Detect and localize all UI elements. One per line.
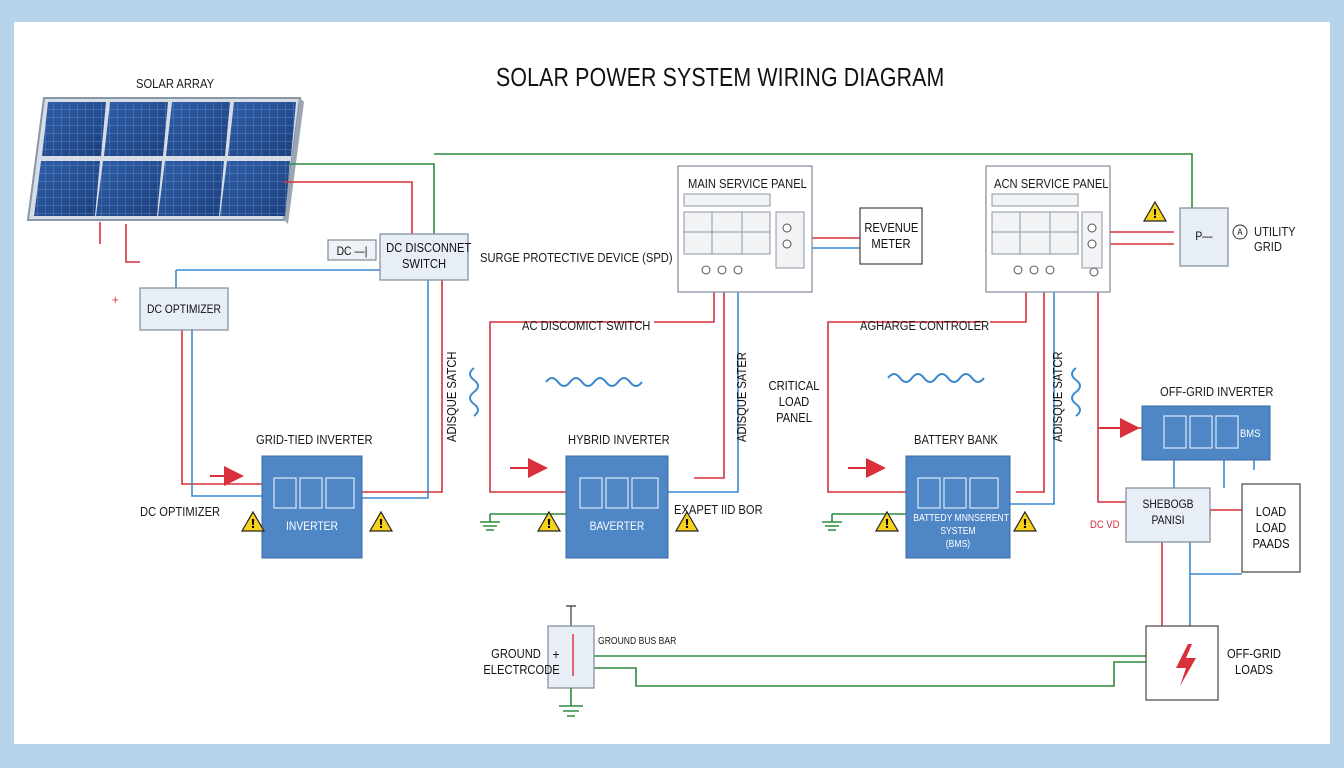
revenue-meter-line-1: REVENUE <box>864 220 919 235</box>
ground-electrode <box>547 605 595 706</box>
plus-sign: + <box>112 292 119 307</box>
svg-text:!: ! <box>378 517 383 531</box>
shebog-panel <box>1125 487 1211 543</box>
warning-icon: ! ! ! ! ! ! ! <box>240 200 1168 532</box>
off-grid-loads-label: OFF-GRID LOADS <box>1225 646 1283 678</box>
ground-wires <box>290 153 1193 687</box>
svg-text:!: ! <box>884 517 889 531</box>
battery-bank <box>905 455 1011 559</box>
battery-bank-label: BATTERY BANK <box>914 432 998 447</box>
off-grid-inverter <box>1141 405 1271 461</box>
utility-grid-line-2: GRID <box>1254 239 1282 254</box>
wiring-diagram: ! ! ! ! ! ! ! <box>26 97 1301 717</box>
dc-vd-label: DC VD <box>1090 519 1120 531</box>
critical-line-1: CRITICAL <box>768 378 820 393</box>
svg-text:!: ! <box>1022 517 1027 531</box>
dc-disconnect-line-2: SWITCH <box>401 256 447 271</box>
utility-grid-label: UTILITY GRID <box>1254 224 1296 254</box>
positive-wires <box>99 181 1246 626</box>
dc-optimizer-side-label: DC OPTIMIZER <box>140 504 221 519</box>
charge-controller-label: AGHARGE CONTROLER <box>860 318 990 333</box>
hybrid-inverter-label: HYBRID INVERTER <box>568 432 670 447</box>
ground-electrode-line-2: ELECTRCODE <box>483 662 560 677</box>
off-grid-loads-line-1: OFF-GRID <box>1226 646 1282 661</box>
spd-label: SURGE PROTECTIVE DEVICE (SPD) <box>480 250 673 265</box>
critical-load-panel-label: CRITICAL LOAD PANEL <box>766 378 821 426</box>
utility-symbol <box>1232 224 1248 240</box>
acn-service-panel-label: ACN SERVICE PANEL <box>994 176 1109 191</box>
bms-label: BATTEDY MNNSERENT SYSTEM (BMS) <box>913 512 1010 551</box>
ground-plus-sign: + <box>552 646 560 662</box>
dc-box-label: DC —| <box>336 244 368 258</box>
baverter-label: BAVERTER <box>589 519 645 533</box>
svg-text:!: ! <box>684 517 689 531</box>
revenue-meter-label: REVENUE METER <box>864 220 919 252</box>
lightning-icon <box>1176 644 1196 686</box>
bms-line-3: (BMS) <box>945 539 971 550</box>
off-grid-loads-line-2: LOADS <box>1235 662 1273 677</box>
diagram-canvas: ! ! ! ! ! ! ! SOLAR POWER SYSTEM WIRING … <box>14 22 1330 744</box>
revenue-meter-line-2: METER <box>871 236 911 251</box>
svg-text:!: ! <box>1152 207 1157 221</box>
dc-optimizer-box <box>139 287 229 331</box>
adisque-label-1: ADISQUE SATCH <box>444 351 459 442</box>
svg-text:!: ! <box>546 517 551 531</box>
utility-meter-box <box>1179 207 1229 267</box>
dc-disconnect-label: DC DISCONNET SWITCH <box>386 240 472 272</box>
critical-line-2: LOAD <box>778 394 810 409</box>
off-grid-inverter-label: OFF-GRID INVERTER <box>1160 384 1274 399</box>
flow-arrows <box>210 418 1140 486</box>
adisque-label-2: ADISQUE SATER <box>734 352 749 442</box>
ground-bus-bar-label: GROUND BUS BAR <box>598 636 677 647</box>
hybrid-inverter <box>565 455 669 559</box>
dc-box <box>327 239 377 261</box>
shebog-panel-label: SHEBOGB PANISI <box>1132 496 1204 528</box>
critical-line-3: PANEL <box>776 410 812 425</box>
bms-line-2: SYSTEM <box>940 526 976 537</box>
utility-box-text: P— <box>1195 229 1213 243</box>
acn-service-panel <box>985 165 1111 293</box>
ac-disconnect-label: AC DISCOMICT SWITCH <box>522 318 651 333</box>
grid-tied-inverter <box>261 455 363 559</box>
revenue-meter <box>859 207 923 265</box>
load-line-2: LOAD <box>1255 520 1287 535</box>
load-line-1: LOAD <box>1255 504 1287 519</box>
bms-line-1: BATTEDY MNNSERENT <box>913 513 1010 524</box>
ground-electrode-line-1: GROUND <box>491 646 541 661</box>
negative-wires <box>175 247 1255 626</box>
dc-disconnect-switch <box>379 233 469 281</box>
wave-icon <box>469 367 1081 417</box>
dc-optimizer-box-label: DC OPTIMIZER <box>147 302 221 316</box>
ground-electrode-label: GROUND ELECTRCODE <box>483 646 560 678</box>
load-line-3: PAADS <box>1252 536 1290 551</box>
load-panel <box>1241 483 1301 573</box>
adisque-label-3: ADISQUE SATCR <box>1050 351 1065 442</box>
load-panel-label: LOAD LOAD PAADS <box>1246 504 1296 552</box>
exapet-label: EXAPET IID BOR <box>674 502 763 517</box>
utility-symbol-text: A <box>1237 227 1243 237</box>
off-grid-bms-label: BMS <box>1240 428 1261 440</box>
main-service-panel <box>677 165 813 293</box>
shebog-line-1: SHEBOGB <box>1142 497 1194 511</box>
main-service-panel-label: MAIN SERVICE PANEL <box>688 176 807 191</box>
svg-text:!: ! <box>250 517 255 531</box>
shebog-line-2: PANISI <box>1151 513 1185 527</box>
solar-panel-icon <box>26 97 304 224</box>
utility-grid-line-1: UTILITY <box>1254 224 1296 239</box>
dc-disconnect-line-1: DC DISCONNET <box>386 240 472 255</box>
page-title: SOLAR POWER SYSTEM WIRING DIAGRAM <box>496 62 945 92</box>
grid-tied-inverter-label: GRID-TIED INVERTER <box>256 432 373 447</box>
solar-array-label: SOLAR ARRAY <box>136 76 215 91</box>
ground-icon <box>559 705 583 717</box>
inverter-label: INVERTER <box>285 519 339 533</box>
